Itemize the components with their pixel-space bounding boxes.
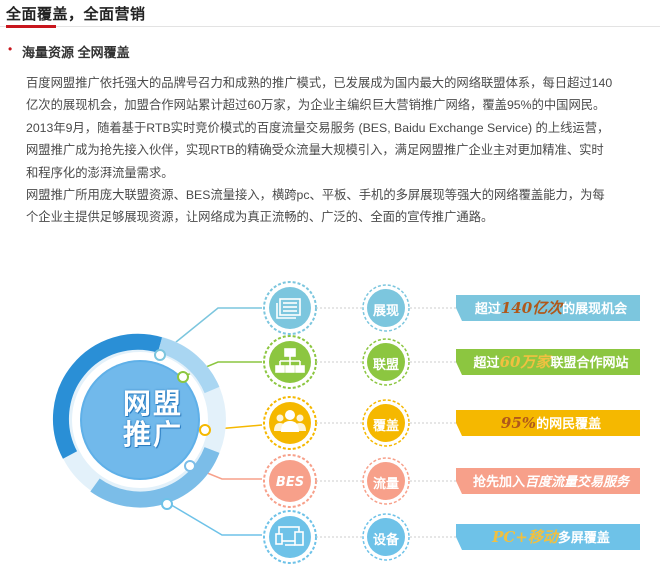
banner-impressions: 超过140亿次的展现机会 xyxy=(462,295,640,322)
center-title: 网盟 推广 xyxy=(98,388,208,450)
icon-circle-5 xyxy=(263,510,317,564)
banner-text: 多屏覆盖 xyxy=(557,530,610,545)
banner-highlight: 140亿次 xyxy=(500,299,563,317)
center-ring xyxy=(52,333,226,508)
bes-icon: BES xyxy=(276,475,304,490)
banner-highlight: 95% xyxy=(500,414,537,432)
label-display: 展现 xyxy=(372,303,399,318)
banner-highlight: PC+移动 xyxy=(492,528,558,546)
icon-circle-1 xyxy=(263,281,317,335)
connector-line xyxy=(167,502,262,536)
label-circle-5 xyxy=(362,513,410,561)
banner-highlight: 60万家 xyxy=(499,353,551,371)
center-title-line1: 网盟 xyxy=(122,388,183,419)
ring-dot xyxy=(154,349,166,361)
paragraph-line: 亿次的展现机会，加盟合作网站累计超过60万家，为企业主编织巨大营销推广网络，覆盖… xyxy=(26,98,606,113)
banner-highlight: 百度流量交易服务 xyxy=(525,475,630,490)
label-devices: 设备 xyxy=(372,532,399,547)
banner-bes: 抢先加入百度流量交易服务 xyxy=(462,468,640,495)
section-header: 全面覆盖，全面营销 xyxy=(0,0,660,34)
header-accent-bar xyxy=(6,25,56,28)
devices-icon xyxy=(275,526,304,546)
paragraph-line: 2013年9月，随着基于RTB实时竞价模式的百度流量交易服务 (BES, Bai… xyxy=(26,120,610,135)
paragraph-line: 个企业主提供足够展现资源，让网络成为真正流畅的、广泛的、全面的宣传推广通路。 xyxy=(26,210,494,225)
ring-dot xyxy=(177,371,189,383)
label-circle-4 xyxy=(362,457,410,505)
banner-coverage: 95%的网民覆盖 xyxy=(462,410,640,437)
icon-circle-4 xyxy=(263,454,317,508)
label-coverage: 覆盖 xyxy=(372,418,399,433)
page-title: 全面覆盖，全面营销 xyxy=(6,6,146,23)
banner-bg-3 xyxy=(456,410,640,436)
people-icon xyxy=(274,410,306,432)
banner-text: 超过 xyxy=(473,355,500,370)
header-divider xyxy=(0,26,660,27)
label-circle-3 xyxy=(362,399,410,447)
label-alliance: 联盟 xyxy=(372,357,399,372)
banner-text: 的网民覆盖 xyxy=(536,416,602,431)
bullet-icon: • xyxy=(8,42,13,56)
paragraph-line: 网盟推广所用庞大联盟资源、BES流量接入，横跨pc、平板、手机的多屏展现等强大的… xyxy=(26,188,605,203)
banner-devices: PC+移动多屏覆盖 xyxy=(462,524,640,551)
banner-bg-5 xyxy=(456,524,640,550)
paragraph-line: 百度网盟推广依托强大的品牌号召力和成熟的推广模式，已发展成为国内最大的网络联盟体… xyxy=(26,76,613,90)
section-title: 海量资源 全网覆盖 xyxy=(22,45,130,60)
label-traffic: 流量 xyxy=(372,476,399,491)
center-title-line2: 推广 xyxy=(122,419,183,450)
banner-text: 超过 xyxy=(474,301,501,316)
paragraph-line: 和程序化的澎湃流量需求。 xyxy=(26,165,174,180)
banner-bg-2 xyxy=(456,349,640,375)
label-circle-2 xyxy=(362,338,410,386)
banner-alliance: 超过60万家联盟合作网站 xyxy=(462,349,640,376)
banner-text: 的展现机会 xyxy=(562,301,628,316)
banner-bg-4 xyxy=(456,468,640,494)
banner-text: 联盟合作网站 xyxy=(550,355,629,370)
label-circle-1 xyxy=(362,284,410,332)
ring-dot xyxy=(199,424,211,436)
connector-line xyxy=(159,307,262,356)
banner-bg-1 xyxy=(456,295,640,321)
paragraph-line: 网盟推广成为抢先接入伙伴，实现RTB的精确受众流量大规模引入，满足网盟推广企业主… xyxy=(26,143,604,158)
ring-dot xyxy=(184,460,196,472)
pages-icon xyxy=(276,298,301,319)
coverage-diagram: BES xyxy=(0,255,660,568)
intro-paragraph: 百度网盟推广依托强大的品牌号召力和成熟的推广模式，已发展成为国内最大的网络联盟体… xyxy=(26,72,646,229)
banner-text: 抢先加入 xyxy=(472,474,525,489)
ring-dot xyxy=(161,498,173,510)
network-icon xyxy=(275,348,305,373)
diagram-graphic: BES xyxy=(52,281,640,564)
